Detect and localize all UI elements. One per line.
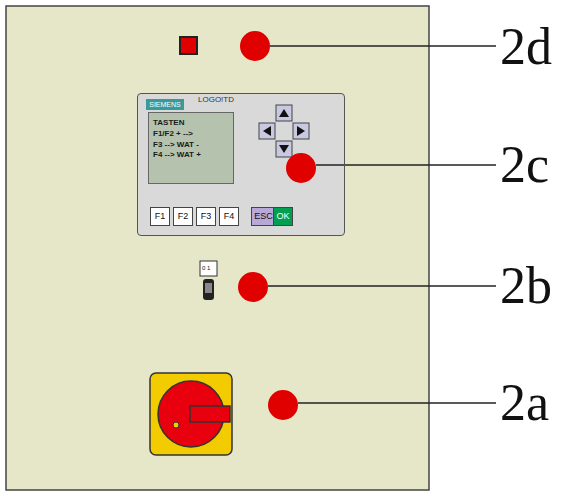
switch-lever-face bbox=[205, 283, 212, 293]
callout-dot bbox=[238, 272, 268, 302]
arrow-key bbox=[259, 123, 275, 139]
logo-body bbox=[138, 94, 345, 236]
function-key-text: F1 bbox=[155, 212, 166, 221]
callout-number: 2d bbox=[500, 21, 552, 73]
function-key-text: OK bbox=[276, 212, 289, 221]
arrow-key bbox=[276, 105, 292, 121]
function-key: F2 bbox=[173, 207, 193, 226]
main-switch-handle bbox=[190, 406, 230, 422]
arrow-key bbox=[276, 141, 292, 157]
callout-number: 2c bbox=[500, 139, 549, 191]
function-key: F4 bbox=[219, 207, 239, 226]
function-key-text: F3 bbox=[201, 212, 212, 221]
logo-display-unit: LOGO!TD SIEMENS TASTENF1/F2 + -->F3 --> WA… bbox=[137, 93, 345, 236]
screen-line: F4 --> WAT + bbox=[153, 150, 229, 161]
leader-line bbox=[268, 285, 496, 287]
screen-line: F1/F2 + --> bbox=[153, 129, 229, 140]
logo-display-unit-text: LOGO!TD bbox=[198, 96, 234, 104]
leader-line bbox=[270, 45, 496, 47]
callouts bbox=[238, 31, 496, 420]
indicator-lamp bbox=[180, 37, 197, 54]
callout-dot bbox=[286, 153, 316, 183]
leader-line bbox=[298, 402, 496, 404]
screen-line: TASTEN bbox=[153, 118, 229, 129]
position-mark bbox=[173, 422, 179, 428]
callout-number: 2b bbox=[500, 260, 552, 312]
callout-dot bbox=[240, 31, 270, 61]
brand-badge-text: SIEMENS bbox=[149, 101, 181, 108]
arrow-up bbox=[279, 109, 289, 117]
function-key: OK bbox=[273, 207, 293, 226]
brand-badge: SIEMENS bbox=[146, 99, 184, 110]
function-key: F3 bbox=[196, 207, 216, 226]
switch-plate bbox=[200, 261, 217, 276]
arrow-down bbox=[279, 145, 289, 153]
function-key: F1 bbox=[150, 207, 170, 226]
callout-dot bbox=[268, 390, 298, 420]
switch-position-marking: 0 1 bbox=[202, 265, 210, 271]
callout-number: 2a bbox=[500, 377, 549, 429]
arrow-left bbox=[263, 126, 271, 136]
main-switch-plate bbox=[150, 373, 232, 455]
function-key-text: F2 bbox=[178, 212, 189, 221]
leader-line bbox=[316, 164, 496, 166]
function-key-text: F4 bbox=[224, 212, 235, 221]
enclosure bbox=[6, 6, 429, 490]
arrow-pad bbox=[259, 105, 309, 157]
screen-line: F3 --> WAT - bbox=[153, 140, 229, 151]
arrow-right bbox=[297, 126, 305, 136]
arrow-key bbox=[293, 123, 309, 139]
function-key-text: ESC bbox=[254, 212, 273, 221]
lcd-screen: TASTENF1/F2 + -->F3 --> WAT -F4 --> WAT … bbox=[148, 112, 234, 184]
switch-lever bbox=[203, 279, 214, 300]
